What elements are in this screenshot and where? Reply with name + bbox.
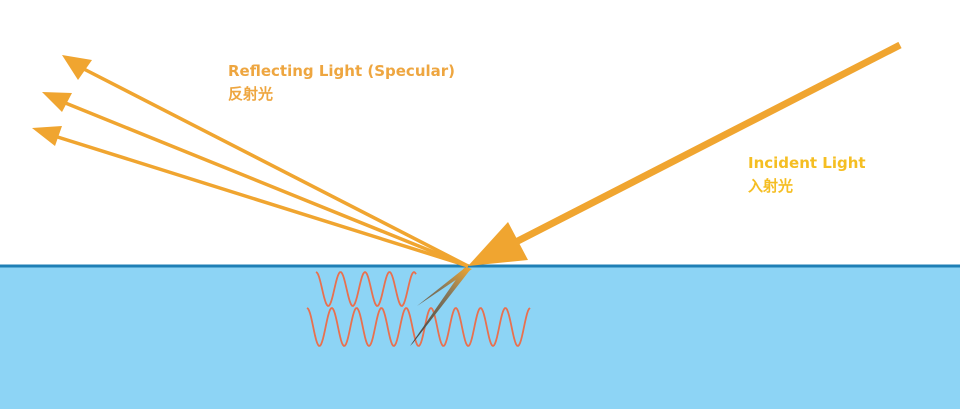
refracted-ray-2 xyxy=(410,268,470,346)
incident-light-zh: 入射光 xyxy=(748,177,794,195)
arrowhead-icon xyxy=(32,126,62,146)
reflected-rays xyxy=(32,55,469,268)
wave-group xyxy=(306,270,531,348)
arrowhead-icon xyxy=(42,92,72,112)
water-region xyxy=(0,266,960,409)
reflected-ray-3 xyxy=(47,132,469,268)
reflected-wave xyxy=(315,270,417,308)
reflecting-light-en: Reflecting Light (Specular) xyxy=(228,62,456,80)
incident-light-en: Incident Light xyxy=(748,154,866,172)
transmitted-wave xyxy=(306,306,531,348)
incident-light-label: Incident Light 入射光 xyxy=(748,152,866,198)
reflecting-light-zh: 反射光 xyxy=(228,85,274,103)
reflecting-light-label: Reflecting Light (Specular) 反射光 xyxy=(228,60,455,106)
arrowhead-icon xyxy=(468,222,528,266)
reflected-ray-1 xyxy=(77,64,469,268)
incident-ray xyxy=(508,41,902,249)
reflected-ray-2 xyxy=(57,98,469,268)
arrowhead-icon xyxy=(62,55,92,80)
